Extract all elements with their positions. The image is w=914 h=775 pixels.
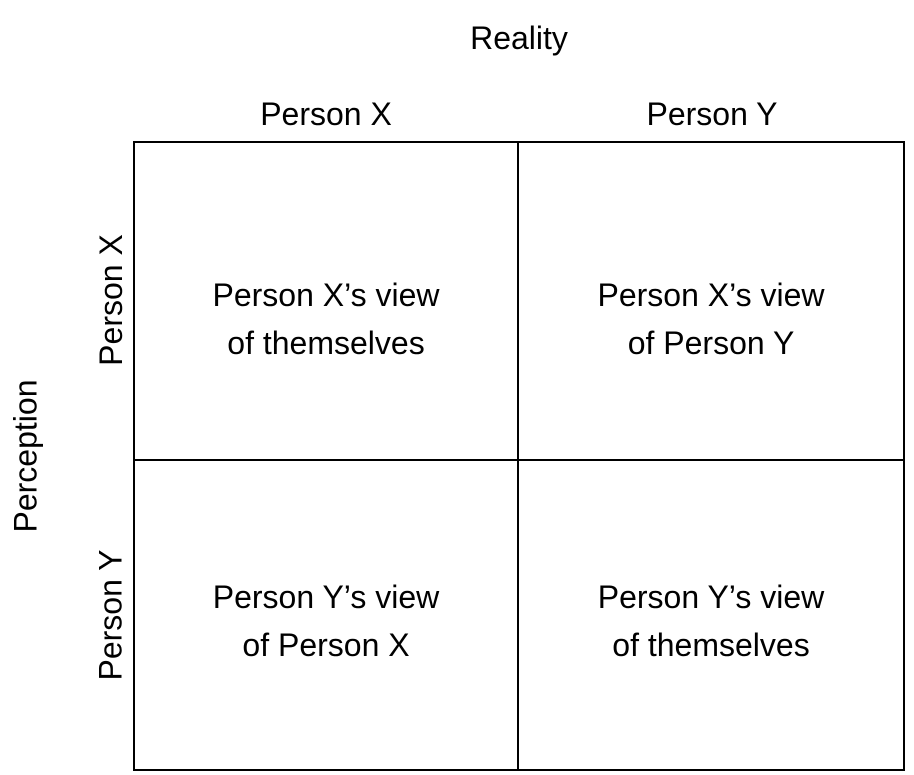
top-axis-title: Reality [470,20,568,56]
matrix-cell-y-view-of-x-text: Person Y’s view of Person X [212,579,440,663]
column-header-person-x-label: Person X [260,96,392,132]
column-header-person-y: Person Y [519,92,905,136]
matrix-cell-y-view-of-self-text: Person Y’s view of themselves [597,579,825,663]
column-header-person-x: Person X [133,92,519,136]
row-header-person-y-label: Person Y [92,549,129,681]
left-axis-title: Perception [0,141,50,771]
matrix-cell-y-view-of-self: Person Y’s view of themselves [519,461,903,769]
row-header-column: Person X Person Y [88,141,133,771]
row-header-person-y: Person Y [88,459,133,771]
column-header-person-y-label: Person Y [646,96,778,132]
matrix-cell-x-view-of-y: Person X’s view of Person Y [519,143,903,461]
matrix-cell-y-view-of-x: Person Y’s view of Person X [135,461,519,769]
column-header-row: Person X Person Y [133,92,905,136]
row-header-person-x: Person X [88,141,133,459]
left-axis-title-label: Perception [7,379,44,533]
matrix-cell-x-view-of-self: Person X’s view of themselves [135,143,519,461]
matrix-cell-x-view-of-self-text: Person X’s view of themselves [212,277,440,361]
matrix-grid: Person X’s view of themselves Person X’s… [133,141,905,771]
matrix-cell-x-view-of-y-text: Person X’s view of Person Y [597,277,825,361]
row-header-person-x-label: Person X [92,234,129,366]
